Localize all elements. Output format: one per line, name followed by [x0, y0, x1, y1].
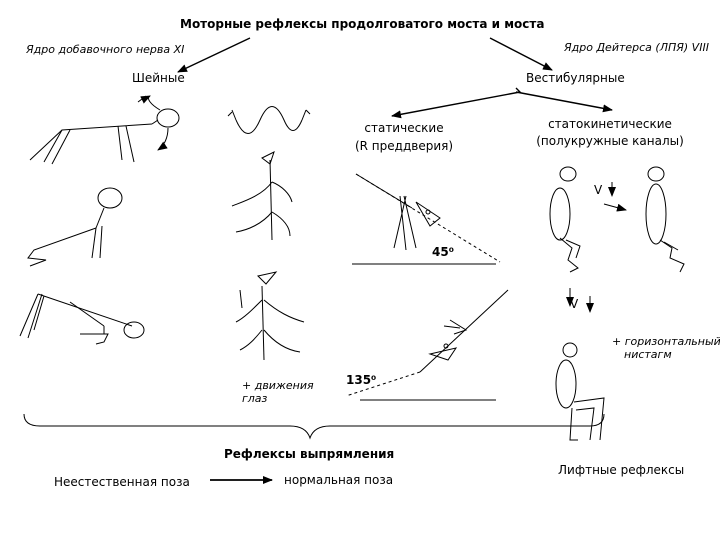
statokinetic-figures [549, 166, 685, 273]
righting-brace [23, 413, 605, 440]
angle-45-label: 45⁰ [432, 245, 454, 259]
neck-label: Шейные [132, 71, 185, 85]
arrow-to-vestibular [489, 37, 553, 71]
eye-movement-label-line2: глаз [242, 392, 268, 405]
arrow-to-statokinetic [515, 91, 613, 113]
righting-reflexes-label: Рефлексы выпрямления [224, 447, 395, 461]
flag-figure-lower [235, 271, 305, 361]
static-label-line2: (R преддверия) [354, 139, 454, 153]
wavy-eye-icon [227, 106, 311, 134]
vestibular-label: Вестибулярные [526, 71, 625, 85]
angle-135-label: 135⁰ [346, 373, 377, 387]
v-label-lower: V [570, 297, 579, 311]
arrow-to-static [391, 87, 522, 119]
unnatural-pose-label: Неестественная поза [54, 475, 190, 489]
v-label-upper: V [594, 183, 603, 197]
lift-reflex-figure [555, 288, 605, 441]
normal-pose-label: нормальная поза [284, 473, 394, 487]
neck-reflex-figure [29, 95, 180, 165]
lift-reflexes-label: Лифтные рефлексы [558, 463, 685, 477]
statokinetic-label-line1: статокинетические [548, 117, 672, 131]
nucleus-left-label: Ядро добавочного нерва XI [26, 43, 185, 56]
eye-movement-label-line1: + движения [242, 379, 314, 392]
crawling-figure [19, 293, 145, 345]
incline-45 [352, 173, 501, 265]
nucleus-right-label: Ядро Дейтерса (ЛПЯ) VIII [564, 41, 709, 54]
arrow-to-neck [177, 37, 251, 73]
nystagmus-label-line1: + горизонтальный [612, 335, 720, 348]
flag-figure-upper [231, 151, 293, 241]
diagram-title: Моторные рефлексы продолговатого моста и… [180, 17, 545, 31]
lying-figure-upper [27, 187, 123, 267]
statokinetic-label-line2: (полукружные каналы) [536, 134, 684, 148]
static-label-line1: статические [364, 121, 444, 135]
nystagmus-label-line2: нистагм [624, 348, 672, 361]
incline-135 [345, 289, 509, 401]
